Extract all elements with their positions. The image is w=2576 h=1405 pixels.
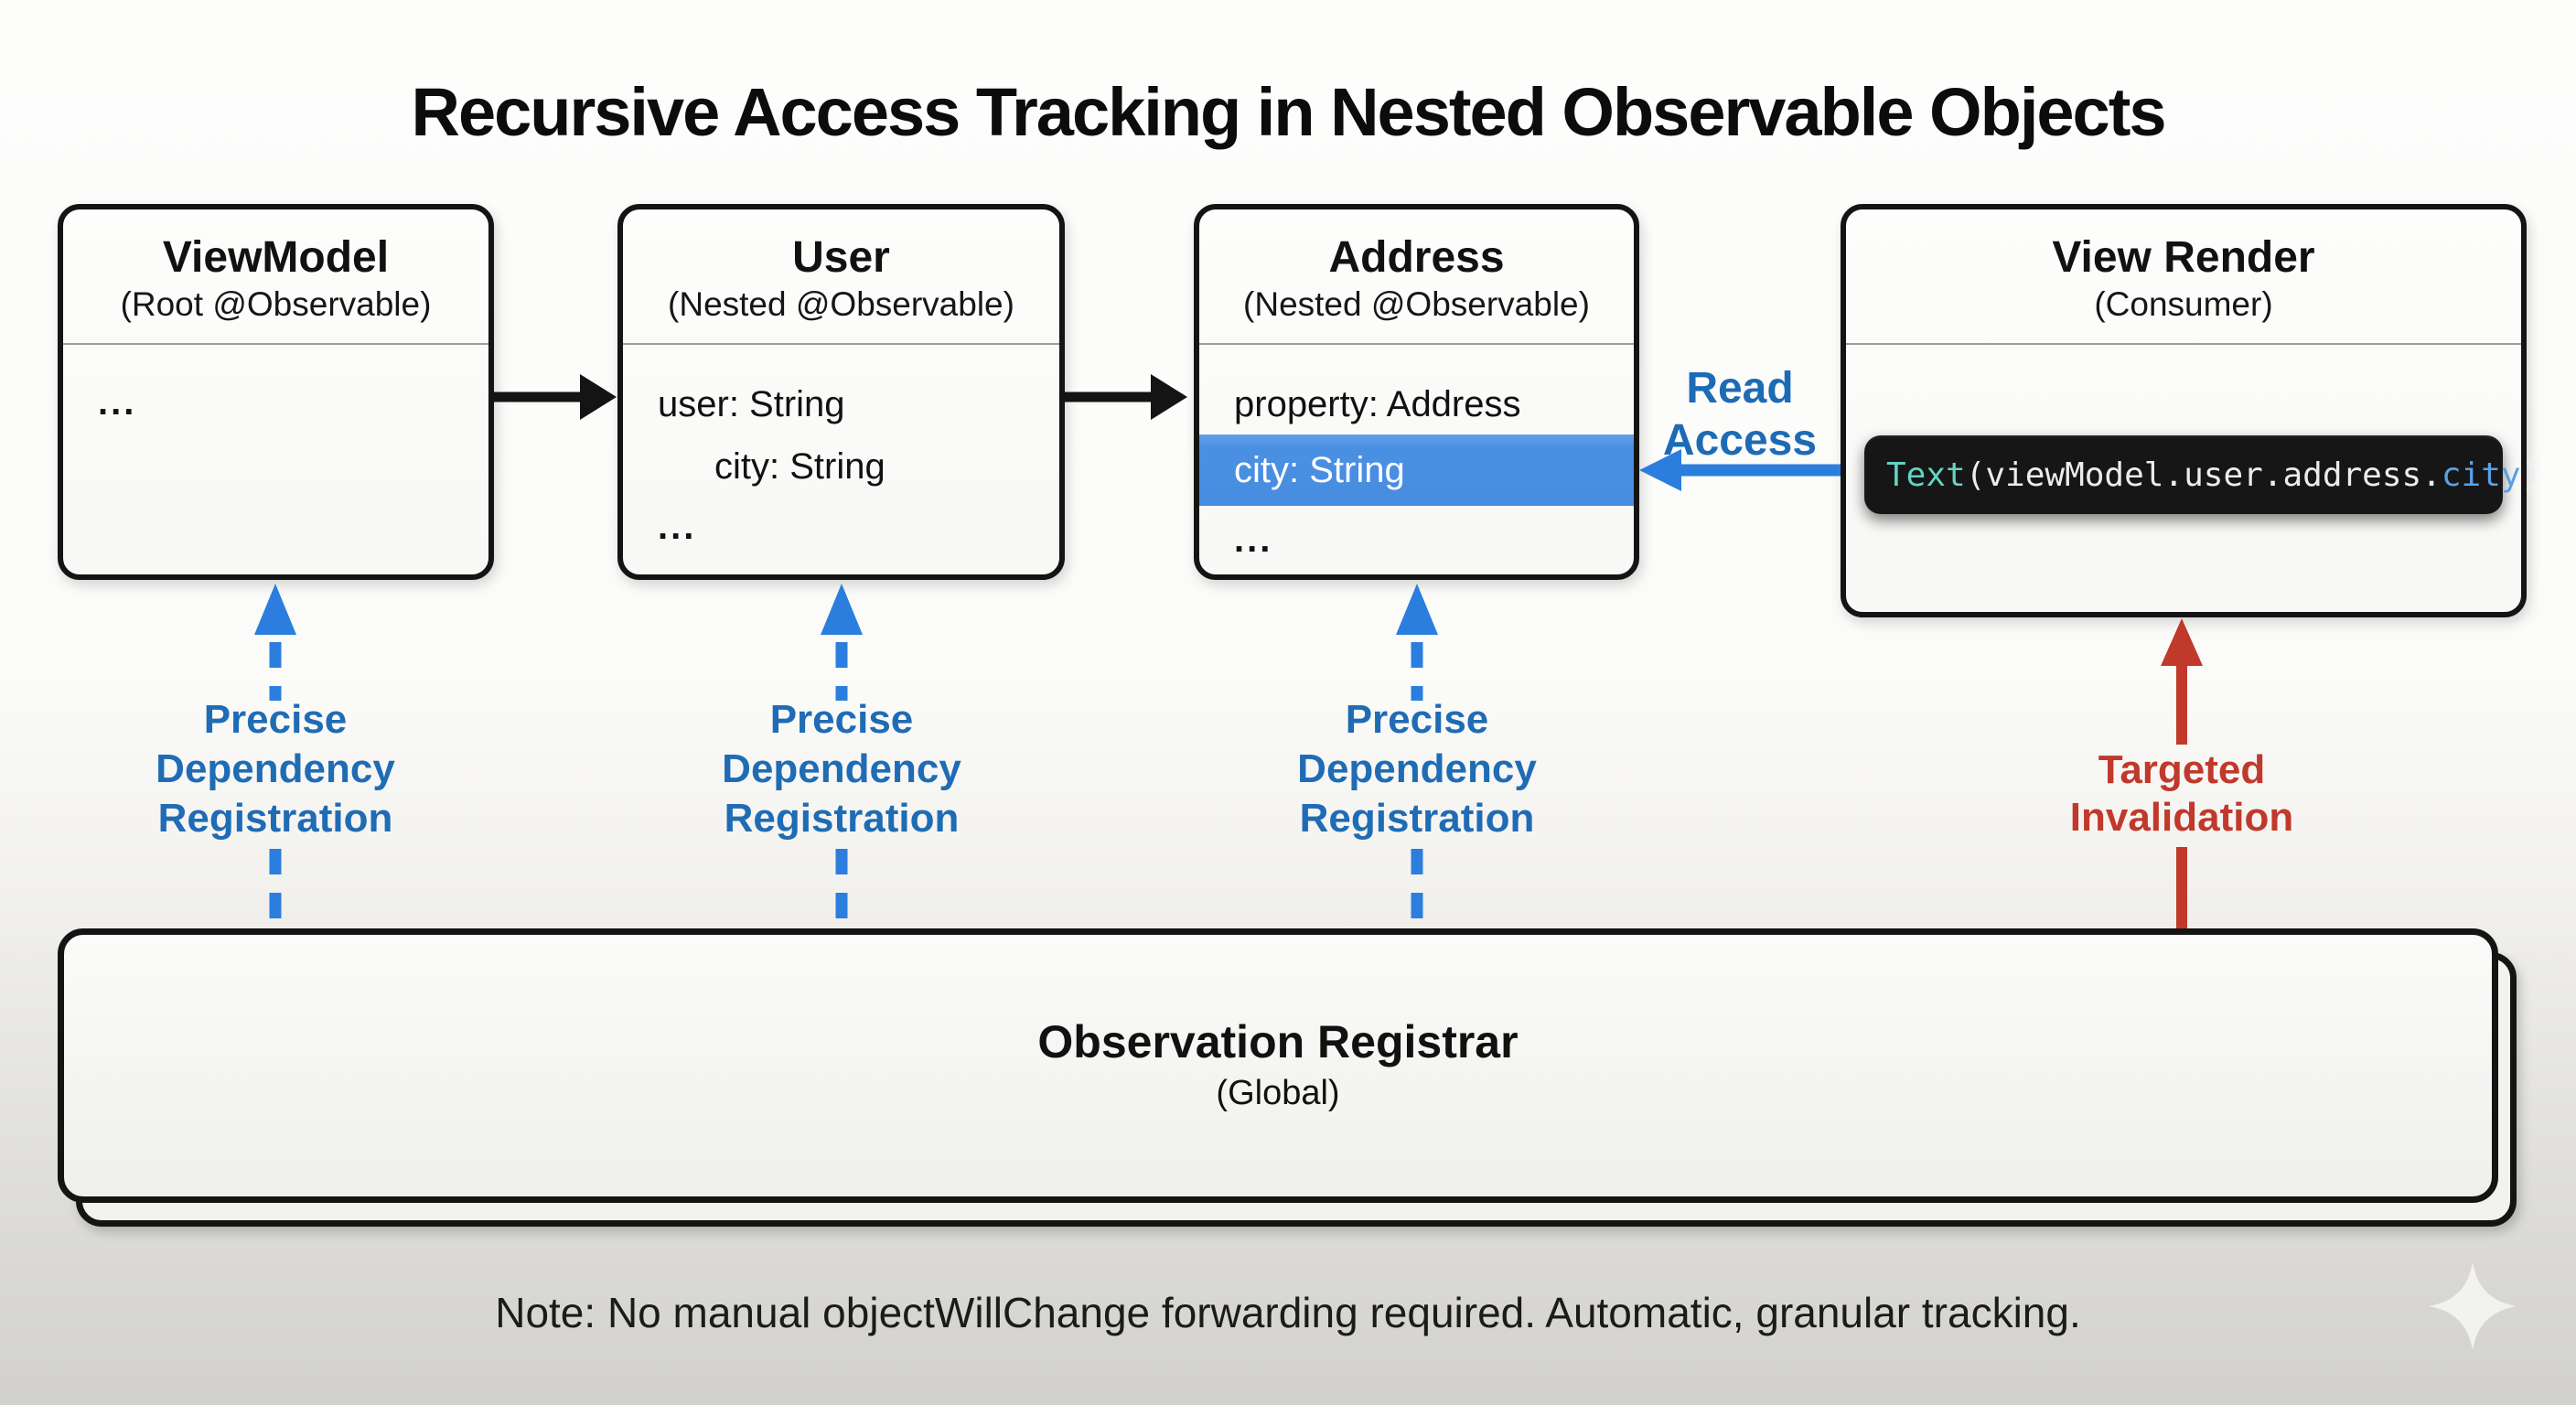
code-plain-token: ) xyxy=(2520,456,2541,494)
invalidation-arrow xyxy=(2161,618,2203,937)
box-title: Address xyxy=(1328,233,1505,282)
property-row: user: String xyxy=(658,384,845,424)
code-property-token: city xyxy=(2441,456,2521,494)
class-box-header: View Render (Consumer) xyxy=(1846,209,2521,345)
class-box-user: User (Nested @Observable) user: String c… xyxy=(617,204,1065,580)
page-title: Recursive Access Tracking in Nested Obse… xyxy=(411,73,2167,150)
class-box-body: user: String city: String ... xyxy=(623,374,1059,563)
property-row: property: Address xyxy=(1234,384,1521,424)
class-box-header: ViewModel (Root @Observable) xyxy=(63,209,488,345)
property-row: ... xyxy=(98,382,137,423)
class-box-header: User (Nested @Observable) xyxy=(623,209,1059,345)
dependency-label-address: Precise Dependency Registration xyxy=(1297,697,1537,841)
read-access-arrow xyxy=(1639,449,1841,491)
highlighted-property-row: city: String xyxy=(1199,434,1634,506)
box-subtitle: (Root @Observable) xyxy=(120,285,432,323)
box-title: ViewModel xyxy=(162,233,390,282)
registrar-title: Observation Registrar xyxy=(1037,1016,1519,1067)
class-box-address: Address (Nested @Observable) property: A… xyxy=(1194,204,1639,580)
property-row: ... xyxy=(1234,520,1273,560)
registrar-box: Observation Registrar (Global) xyxy=(58,928,2498,1203)
box-subtitle: (Consumer) xyxy=(2094,285,2273,323)
code-snippet: Text(viewModel.user.address.city) xyxy=(1864,435,2540,514)
code-plain-token: (viewModel.user.address. xyxy=(1965,456,2442,494)
class-box-body: ... xyxy=(63,374,488,438)
arrow-viewmodel-to-user xyxy=(492,374,617,420)
dependency-label-user: Precise Dependency Registration xyxy=(722,697,961,841)
property-row: ... xyxy=(658,507,697,547)
box-subtitle: (Nested @Observable) xyxy=(1243,285,1590,323)
note-text: Note: No manual objectWillChange forward… xyxy=(495,1289,2081,1336)
sparkle-icon xyxy=(2429,1262,2517,1350)
dependency-arrow-viewmodel xyxy=(254,584,296,938)
dependency-label-viewmodel: Precise Dependency Registration xyxy=(156,697,395,841)
box-title: User xyxy=(792,233,890,282)
code-call-token: Text xyxy=(1886,456,1966,494)
class-box-viewmodel: ViewModel (Root @Observable) ... xyxy=(58,204,494,580)
registrar-subtitle: (Global) xyxy=(1216,1074,1340,1112)
dependency-arrow-user xyxy=(821,584,863,938)
class-box-header: Address (Nested @Observable) xyxy=(1199,209,1634,345)
box-title: View Render xyxy=(2052,233,2315,282)
class-box-body: property: Address city: String ... xyxy=(1199,374,1634,575)
box-subtitle: (Nested @Observable) xyxy=(668,285,1014,323)
dependency-arrow-address xyxy=(1396,584,1438,938)
read-access-label: Read Access xyxy=(1662,364,1818,465)
class-box-view-render: View Render (Consumer) Text(viewModel.us… xyxy=(1841,204,2540,617)
invalidation-label: Targeted Invalidation xyxy=(2069,747,2294,840)
property-row: city: String xyxy=(714,446,886,487)
arrow-user-to-address xyxy=(1063,374,1187,420)
